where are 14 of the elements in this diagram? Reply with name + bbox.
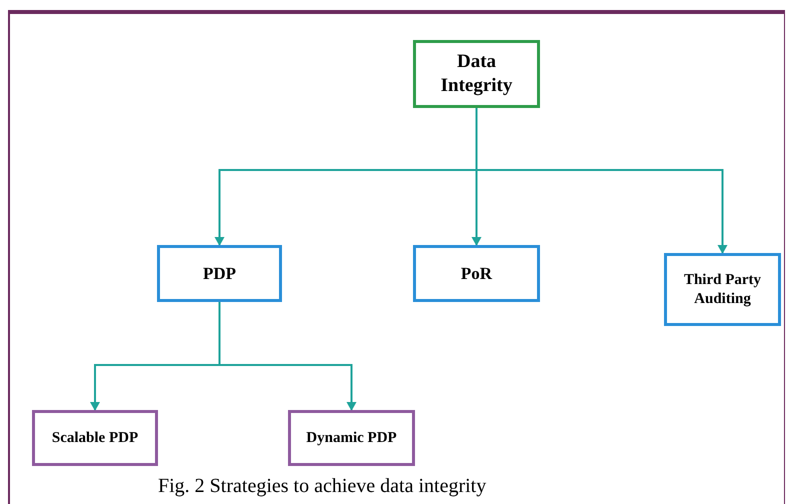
arrow [476, 108, 728, 254]
process-box [413, 245, 540, 302]
arrow [218, 302, 356, 411]
process-box [32, 410, 158, 466]
process-box [157, 245, 282, 302]
box-label: PoR [460, 262, 492, 284]
process-box [288, 410, 415, 466]
box-label: Scalable PDP [52, 428, 138, 448]
box-label: PDP [202, 262, 236, 284]
box-label: Dynamic PDP [306, 428, 397, 448]
box-label: Third Party Auditing [682, 270, 762, 308]
process-box [664, 253, 781, 326]
process-box [413, 40, 540, 108]
box-label: Data Integrity [440, 50, 514, 98]
